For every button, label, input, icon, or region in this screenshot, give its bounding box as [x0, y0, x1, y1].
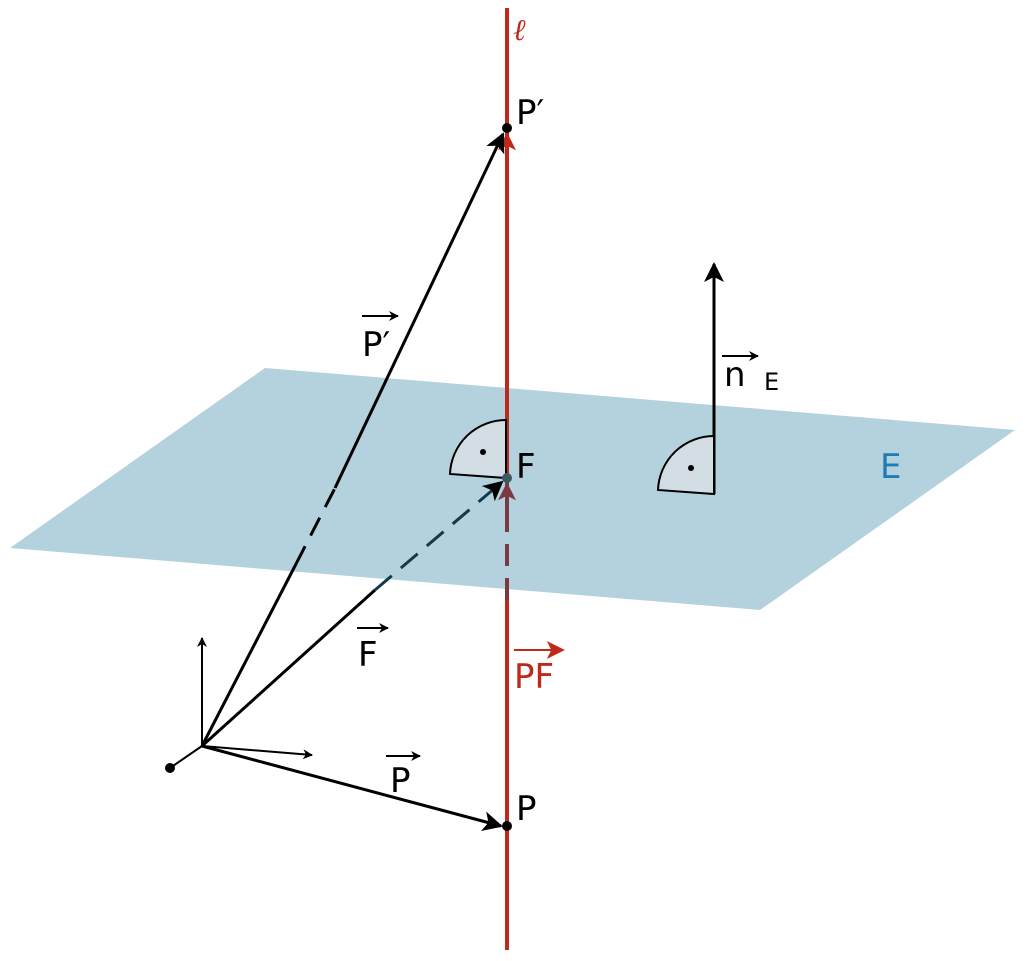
vector-p-prime-lower	[200, 563, 298, 747]
label-vector-p: P	[386, 751, 421, 801]
vector-p	[201, 744, 503, 832]
label-plane-e: E	[880, 447, 901, 487]
axis-x-tip	[165, 763, 175, 773]
label-line-l: ℓ	[513, 13, 526, 48]
right-angle-normal-dot	[688, 465, 694, 471]
label-point-f: F	[516, 447, 536, 487]
point-p-prime	[502, 123, 512, 133]
svg-text:n: n	[724, 355, 746, 395]
vector-f-dashed	[374, 480, 504, 592]
axis-y	[201, 745, 313, 760]
svg-text:E: E	[764, 368, 779, 396]
label-point-p: P	[516, 789, 537, 829]
right-angle-normal	[656, 434, 715, 496]
right-angle-f	[448, 418, 507, 480]
svg-text:F: F	[358, 635, 378, 675]
plane-e	[10, 368, 1015, 610]
vector-f-solid	[200, 588, 377, 748]
label-vector-normal: n E	[722, 351, 779, 396]
svg-text:PF: PF	[514, 657, 554, 697]
right-angle-f-dot	[480, 449, 486, 455]
point-f	[502, 473, 512, 483]
label-vector-p-prime: P′	[362, 311, 399, 365]
axis-x	[169, 745, 203, 769]
label-vector-pf: PF	[514, 641, 565, 697]
point-p	[502, 821, 512, 831]
svg-text:P′: P′	[362, 325, 390, 365]
label-vector-f: F	[357, 623, 389, 675]
vector-p-prime-dashed	[294, 487, 337, 565]
label-point-p-prime: P′	[516, 93, 544, 133]
svg-text:P: P	[390, 761, 411, 801]
vector-p-prime-upper	[333, 132, 505, 489]
